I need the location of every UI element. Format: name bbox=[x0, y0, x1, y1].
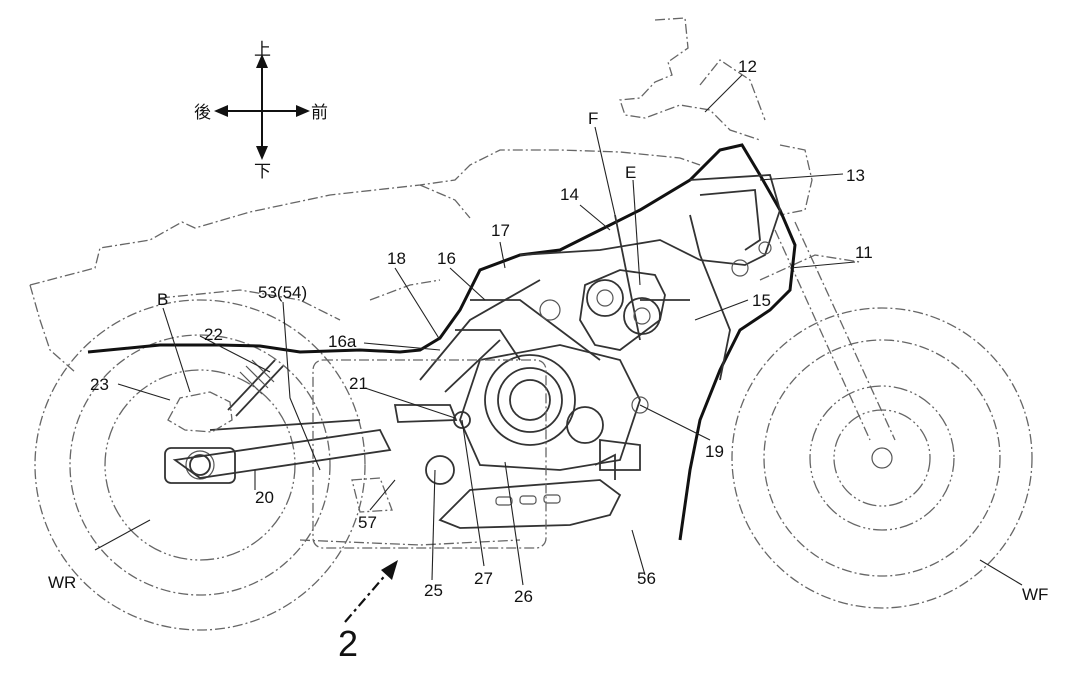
view-arrow-label: 2 bbox=[338, 623, 358, 664]
label-22: 22 bbox=[204, 325, 223, 344]
label-F: F bbox=[588, 109, 598, 128]
label-WF: WF bbox=[1022, 585, 1048, 604]
direction-up-label: 上 bbox=[254, 40, 271, 60]
label-19: 19 bbox=[705, 442, 724, 461]
label-11: 11 bbox=[855, 243, 873, 262]
label-16a: 16a bbox=[328, 332, 357, 351]
label-17: 17 bbox=[491, 221, 510, 240]
direction-compass: 上 下 後 前 bbox=[194, 40, 328, 182]
body-outline bbox=[29, 17, 896, 546]
label-16: 16 bbox=[437, 249, 456, 268]
label-B: B bbox=[157, 290, 168, 309]
direction-front-label: 前 bbox=[311, 103, 328, 123]
frame-bold-outline bbox=[87, 143, 797, 541]
label-23: 23 bbox=[90, 375, 109, 394]
label-18: 18 bbox=[387, 249, 406, 268]
skid-plate bbox=[438, 453, 622, 529]
label-12: 12 bbox=[738, 57, 757, 76]
label-E: E bbox=[625, 163, 636, 182]
engine bbox=[425, 241, 772, 485]
frame-structure bbox=[164, 174, 781, 484]
label-53-54: 53(54) bbox=[258, 283, 307, 302]
label-56: 56 bbox=[637, 569, 656, 588]
label-15: 15 bbox=[752, 291, 771, 310]
direction-down-label: 下 bbox=[254, 162, 271, 182]
view-region-box bbox=[312, 359, 547, 549]
leader-lines bbox=[94, 74, 1023, 586]
label-WR: WR bbox=[48, 573, 76, 592]
label-57: 57 bbox=[358, 513, 377, 532]
direction-rear-label: 後 bbox=[194, 103, 211, 123]
front-wheel bbox=[731, 307, 1033, 609]
label-27: 27 bbox=[474, 569, 493, 588]
rear-wheel bbox=[34, 299, 366, 631]
view-arrow: 2 bbox=[338, 560, 398, 664]
label-26: 26 bbox=[514, 587, 533, 606]
label-14: 14 bbox=[560, 185, 579, 204]
label-13: 13 bbox=[846, 166, 865, 185]
label-25: 25 bbox=[424, 581, 443, 600]
reference-labels: 12 13 11 F E 14 17 16 18 15 53(54) B 22 … bbox=[48, 57, 1048, 606]
label-20: 20 bbox=[255, 488, 274, 507]
label-21: 21 bbox=[349, 374, 368, 393]
